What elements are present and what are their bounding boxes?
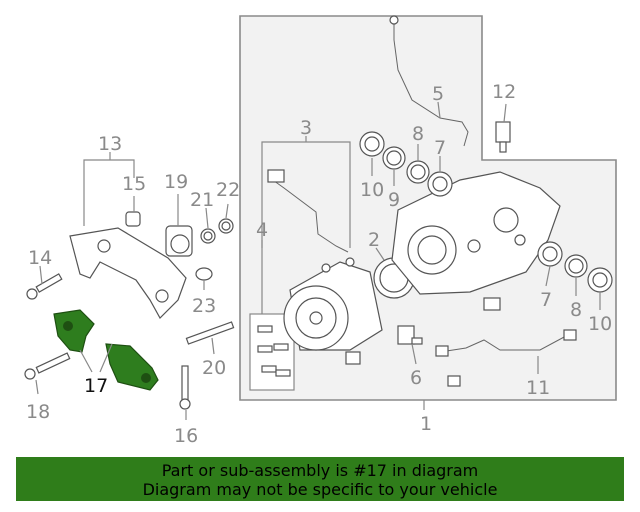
callout-6: 6 (410, 367, 422, 389)
ring-8-left (406, 160, 430, 184)
callout-7-right: 7 (540, 289, 552, 311)
callout-22: 22 (216, 179, 240, 201)
bolt-18 (24, 352, 71, 380)
harness-11 (439, 335, 567, 353)
callout-14: 14 (28, 247, 52, 269)
nut-22 (218, 218, 234, 234)
banner-line-2: Diagram may not be specific to your vehi… (142, 480, 498, 499)
washer-21 (200, 228, 216, 244)
bearing-7-right (537, 241, 563, 267)
callout-5: 5 (432, 83, 444, 105)
callout-1: 1 (420, 413, 432, 435)
bearing-7-left (427, 171, 453, 197)
motor-wire (269, 177, 349, 253)
sensor-6 (397, 325, 423, 345)
leader-lines (35, 101, 601, 420)
sensor-12 (495, 121, 511, 153)
leader-17b (99, 343, 113, 373)
bracket-small (483, 297, 501, 311)
callout-4: 4 (256, 219, 268, 241)
callout-10-right: 10 (588, 313, 612, 335)
nut-15 (125, 211, 141, 227)
callout-12: 12 (492, 81, 516, 103)
callout-8-right: 8 (570, 299, 582, 321)
callout-7-left: 7 (434, 137, 446, 159)
nut (345, 351, 361, 365)
callout-11: 11 (526, 377, 550, 399)
ring-8-right (564, 254, 588, 278)
crossmember-13 (69, 227, 187, 319)
bracket-17-highlighted (53, 309, 159, 391)
bracket-13 (83, 159, 135, 226)
callout-16: 16 (174, 425, 198, 447)
callout-13: 13 (98, 133, 122, 155)
callout-17: 17 (84, 375, 108, 397)
callout-15: 15 (122, 173, 146, 195)
cap-23 (195, 267, 213, 281)
bolt-kit (257, 325, 291, 377)
stud-20 (185, 321, 235, 345)
callout-23: 23 (192, 295, 216, 317)
bolt-16 (179, 365, 191, 410)
callout-18: 18 (26, 401, 50, 423)
callout-9: 9 (388, 189, 400, 211)
callout-19: 19 (164, 171, 188, 193)
callout-3: 3 (300, 117, 312, 139)
motor-housing (283, 257, 383, 351)
ring-9 (382, 146, 406, 170)
differential-housing (391, 171, 561, 295)
callout-20: 20 (202, 357, 226, 379)
vent-tube-5 (393, 22, 469, 147)
seal-10-left (359, 131, 385, 157)
info-banner: Part or sub-assembly is #17 in diagram D… (16, 457, 624, 501)
bolt-14 (26, 273, 63, 300)
seal-10-right (587, 267, 613, 293)
callout-8-left: 8 (412, 123, 424, 145)
banner-line-1: Part or sub-assembly is #17 in diagram (161, 461, 479, 480)
leader-17a (79, 349, 93, 373)
callout-2: 2 (368, 229, 380, 251)
bushing-19 (165, 225, 193, 257)
connector (267, 169, 285, 183)
callout-21: 21 (190, 189, 214, 211)
callout-10-left: 10 (360, 179, 384, 201)
